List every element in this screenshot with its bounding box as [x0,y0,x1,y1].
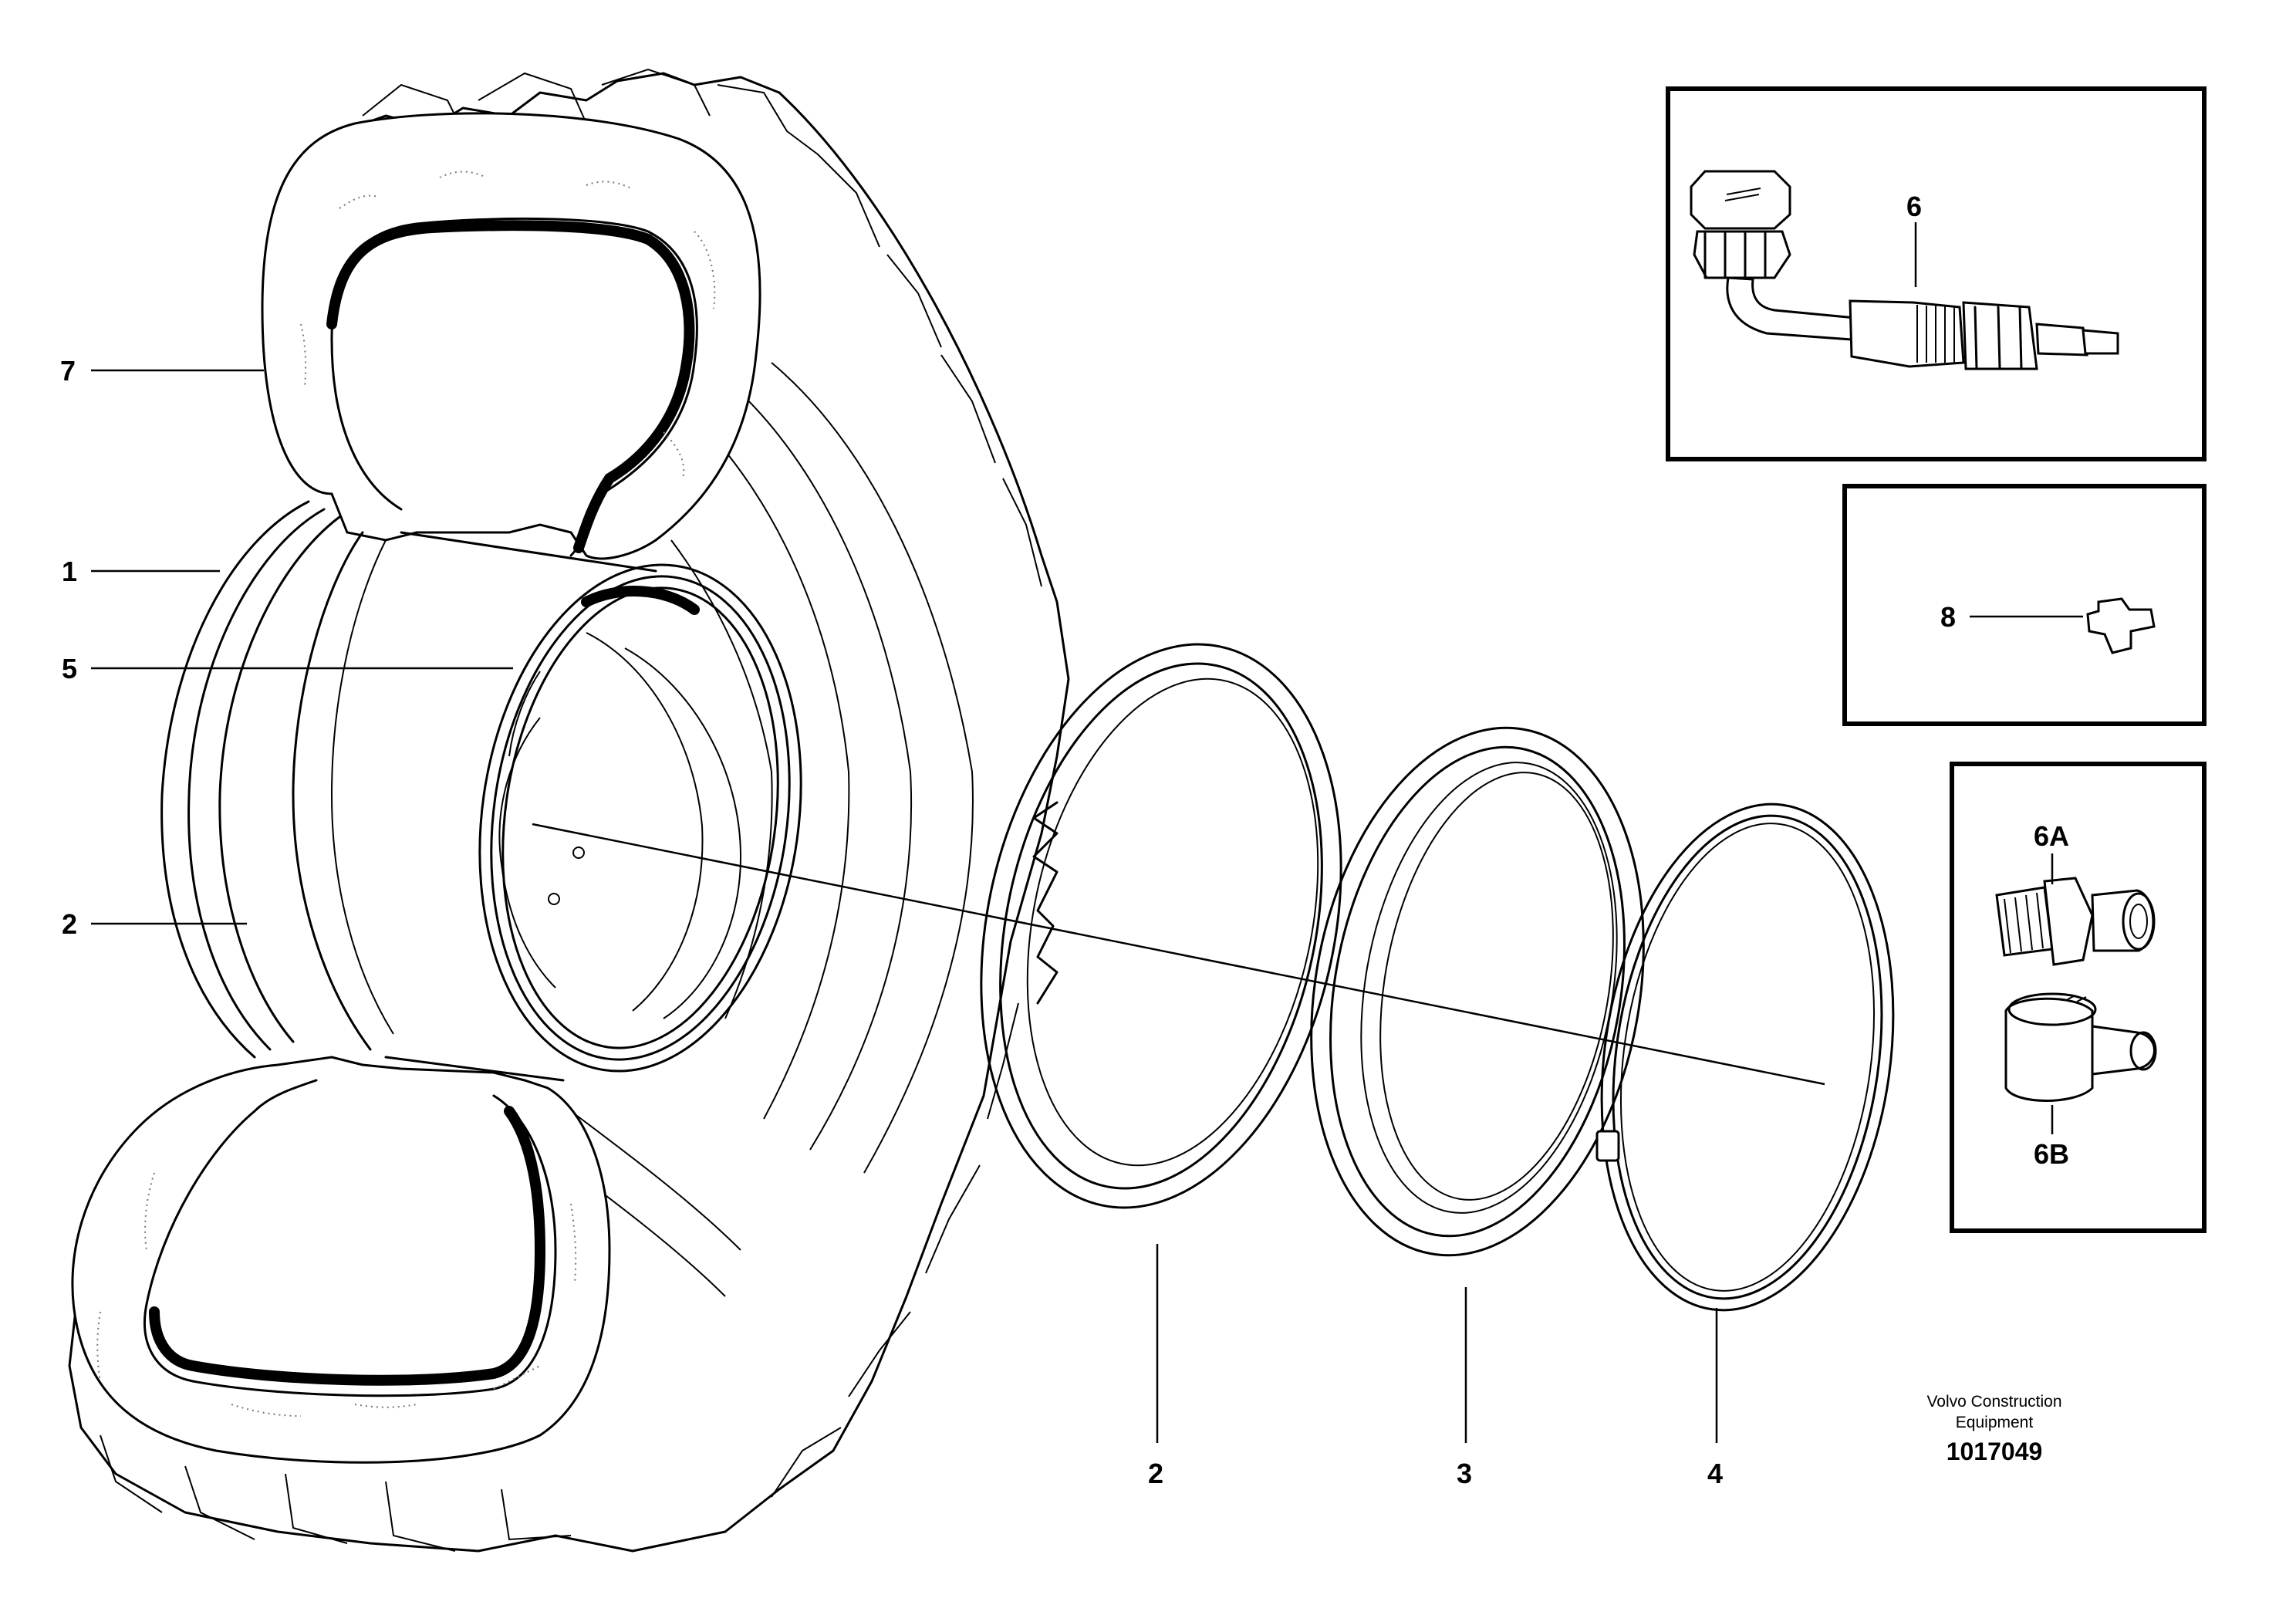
plug-icon [2086,597,2156,654]
valve-core-cap-icon [2004,992,2157,1102]
tire-icon [68,68,1070,1553]
callout-item-6B: 6B [2034,1138,2069,1170]
caption-line-2: Equipment [1956,1414,2034,1431]
callout-item-2-ring: 2 [1148,1458,1163,1489]
assembly-axis-line [532,823,1825,1086]
drawing-number: 1017049 [1947,1438,2043,1465]
callout-item-1: 1 [62,556,77,587]
callout-item-5: 5 [62,653,77,684]
callout-item-6: 6 [1906,191,1922,222]
callout-item-7: 7 [60,355,76,387]
callout-item-6A: 6A [2034,820,2069,852]
valve-icon [1690,170,2119,370]
caption-line-1: Volvo Construction [1926,1393,2061,1411]
plug-detail-box [1842,484,2207,726]
lock-ring-icon [980,643,1342,1209]
callout-item-2-wheel: 2 [62,908,77,940]
callout-item-4: 4 [1707,1458,1723,1489]
callout-item-3: 3 [1457,1458,1472,1489]
o-ring-icon [1595,803,1895,1312]
bead-seat-ring-icon [1310,726,1645,1257]
leader-lines [91,222,2083,1443]
valve-adapter-icon [1995,877,2156,966]
callout-item-8: 8 [1940,601,1956,633]
rim-icon [160,500,802,1082]
